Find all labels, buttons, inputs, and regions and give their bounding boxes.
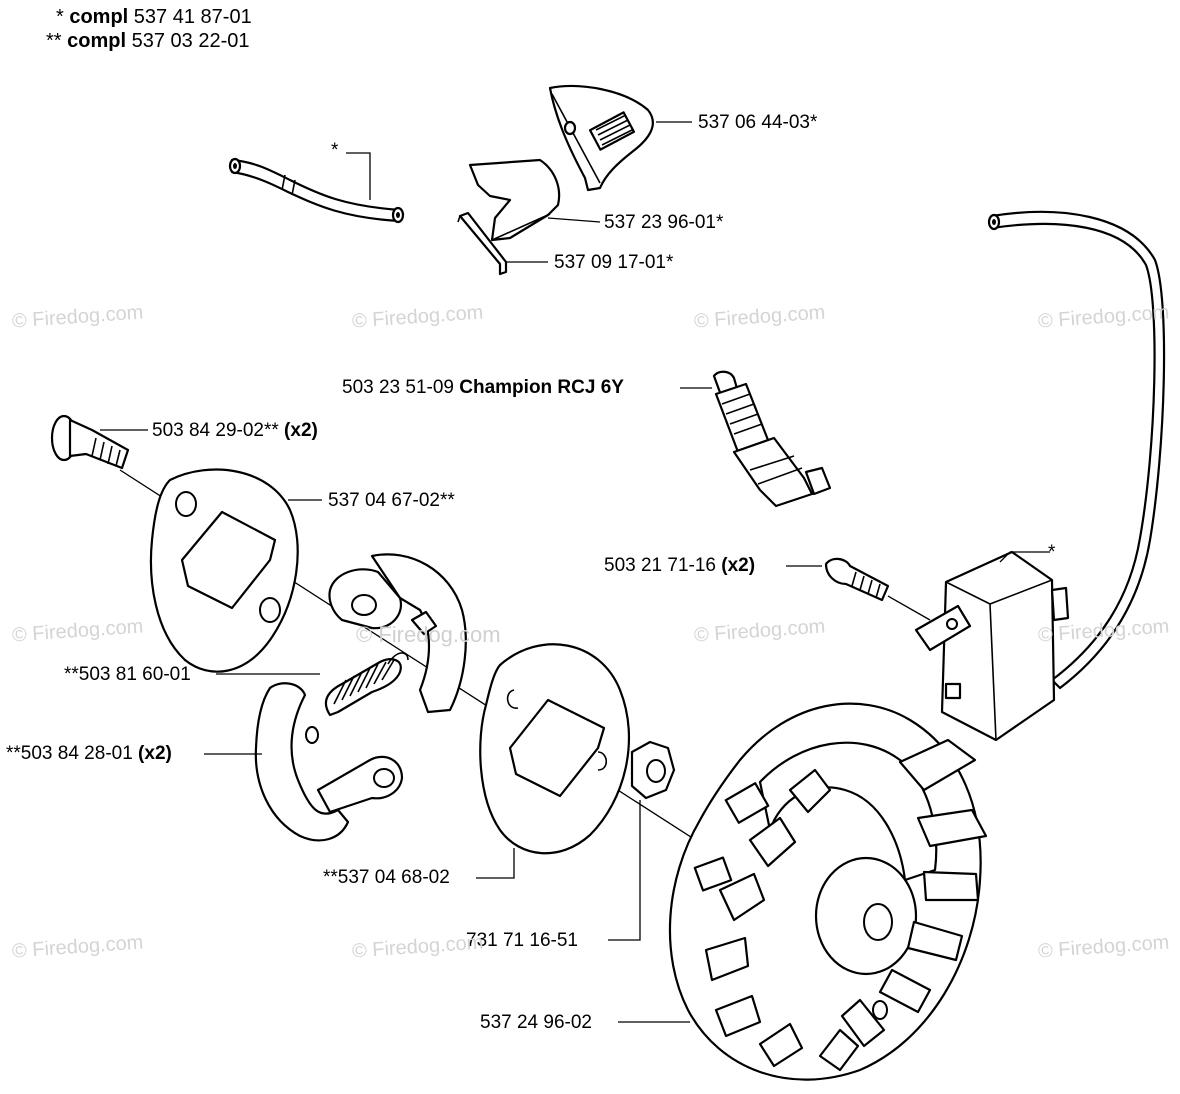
flywheel-nut: [630, 740, 676, 800]
ignition-axis: [887, 595, 931, 621]
spark-plug-number: 503 23 51-09: [342, 377, 460, 398]
header-1-bold: compl: [69, 6, 129, 28]
label-spark-plug: 503 23 51-09 Champion RCJ 6Y: [342, 377, 624, 399]
plate-leader: [547, 217, 601, 223]
header-line-1: * compl 537 41 87-01: [56, 6, 252, 29]
label-flywheel: 537 24 96-02: [480, 1012, 592, 1033]
screw-top-qty: (x2): [278, 420, 318, 441]
header-2-prefix: **: [46, 30, 68, 52]
plate-bottom-leader: [476, 848, 515, 879]
watermark-center: © Firedog.com: [356, 622, 501, 647]
clutch-shoe-number: **503 84 28-01: [6, 743, 133, 764]
fuel-hose: [228, 157, 405, 224]
nut-leader: [608, 800, 641, 941]
header-line-2: ** compl 537 03 22-01: [46, 30, 249, 53]
label-spring: **503 81 60-01: [64, 664, 191, 685]
header-1-number: 537 41 87-01: [128, 6, 252, 28]
label-ignition-screw: 503 21 71-16 (x2): [604, 555, 755, 577]
clutch-plate-top: [149, 468, 299, 673]
ignition-screw-number: 503 21 71-16: [604, 555, 716, 576]
label-plate-bottom: **537 04 68-02: [323, 867, 450, 888]
clutch-spring: [324, 652, 409, 717]
label-ignition-module: *: [1048, 542, 1056, 563]
ignition-screw-qty: (x2): [716, 555, 756, 576]
label-fuel-hose: *: [331, 140, 339, 161]
pivot-screw: [50, 414, 130, 470]
screw-top-number: 503 84 29-02**: [152, 420, 279, 441]
label-clutch-shoe: **503 84 28-01 (x2): [6, 743, 172, 765]
air-cover: [548, 85, 654, 192]
label-plate-top: 537 04 67-02**: [328, 490, 455, 511]
label-wire-clip: 537 09 17-01*: [554, 252, 674, 273]
label-nut: 731 71 16-51: [466, 930, 578, 951]
fuel-hose-leader: [346, 152, 371, 200]
spark-plug-brand: Champion RCJ 6Y: [459, 377, 624, 398]
header-1-prefix: *: [56, 6, 70, 28]
clutch-shoe-upper: [328, 553, 467, 714]
ignition-screw: [824, 557, 890, 602]
spark-plug: [712, 370, 832, 508]
deflector-plate: [468, 158, 561, 242]
label-cover: 537 06 44-03*: [698, 112, 818, 133]
label-plate: 537 23 96-01*: [604, 212, 724, 233]
wire-clip: [457, 211, 508, 276]
clutch-shoe-lower: [254, 682, 404, 842]
ignition-module-leader: [999, 551, 1050, 563]
clutch-plate-bottom: [479, 643, 631, 855]
header-2-number: 537 03 22-01: [126, 30, 250, 52]
header-2-bold: compl: [67, 30, 127, 52]
flywheel: [668, 702, 988, 1081]
label-screw-top: 503 84 29-02** (x2): [152, 420, 318, 442]
clutch-shoe-qty: (x2): [132, 743, 172, 764]
